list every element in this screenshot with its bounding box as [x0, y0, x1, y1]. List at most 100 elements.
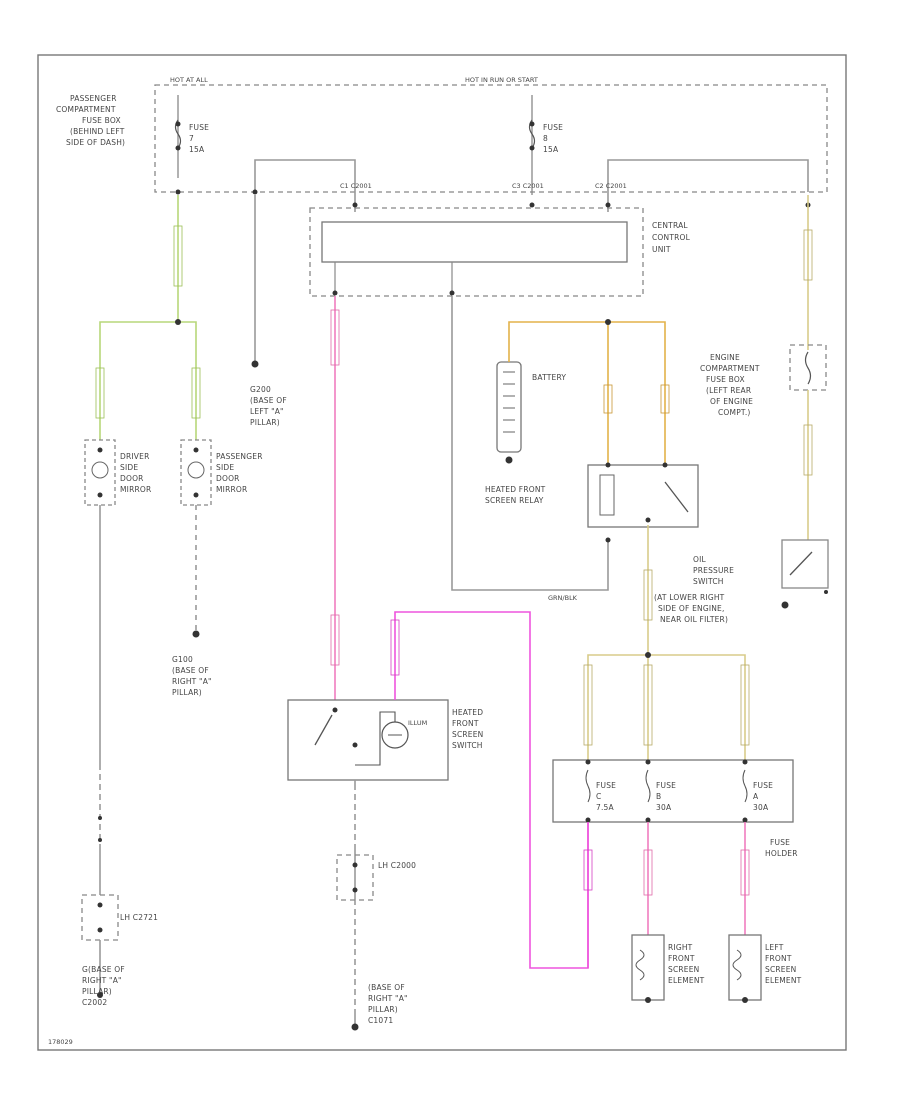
- svg-text:C: C: [596, 792, 601, 801]
- gray-relay-wire: GRN/BLK: [451, 296, 609, 602]
- svg-text:HEATED: HEATED: [452, 708, 483, 717]
- svg-text:FRONT: FRONT: [452, 719, 479, 728]
- svg-text:SIDE OF DASH): SIDE OF DASH): [66, 138, 125, 147]
- svg-text:15A: 15A: [189, 145, 205, 154]
- svg-text:SCREEN: SCREEN: [668, 965, 700, 974]
- svg-text:FUSE BOX: FUSE BOX: [706, 375, 745, 384]
- svg-text:FRONT: FRONT: [765, 954, 792, 963]
- left-front-screen-element: LEFT FRONT SCREEN ELEMENT: [728, 934, 802, 1003]
- svg-text:FUSE: FUSE: [596, 781, 616, 790]
- svg-text:SCREEN: SCREEN: [765, 965, 797, 974]
- hot-bus: HOT AT ALL HOT IN RUN OR START: [154, 76, 828, 193]
- relay-output-wire: [583, 525, 750, 760]
- svg-text:CONTROL: CONTROL: [652, 233, 691, 242]
- fuse-7: FUSE 7 15A: [174, 95, 209, 178]
- svg-text:7: 7: [189, 134, 194, 143]
- svg-text:PASSENGER: PASSENGER: [70, 94, 117, 103]
- svg-text:SWITCH: SWITCH: [693, 577, 724, 586]
- svg-text:PRESSURE: PRESSURE: [693, 566, 734, 575]
- svg-text:RIGHT: RIGHT: [668, 943, 693, 952]
- driver-mirror-ground-wire: LH C2721 G(BASE OF RIGHT "A" PILLAR) C20…: [81, 505, 158, 1007]
- svg-text:FUSE: FUSE: [543, 123, 563, 132]
- svg-text:G(BASE OF: G(BASE OF: [82, 965, 125, 974]
- svg-text:7.5A: 7.5A: [596, 803, 615, 812]
- svg-text:RIGHT "A": RIGHT "A": [368, 994, 408, 1003]
- svg-text:OIL: OIL: [693, 555, 707, 564]
- svg-text:SCREEN: SCREEN: [452, 730, 484, 739]
- svg-text:FRONT: FRONT: [668, 954, 695, 963]
- heated-screen-relay: HEATED FRONT SCREEN RELAY: [485, 462, 699, 543]
- right-front-screen-element: RIGHT FRONT SCREEN ELEMENT: [631, 934, 705, 1003]
- ground-left-pillar: G200 (BASE OF LEFT "A" PILLAR): [250, 195, 287, 427]
- svg-text:30A: 30A: [753, 803, 769, 812]
- svg-text:30A: 30A: [656, 803, 672, 812]
- svg-text:SIDE OF ENGINE,: SIDE OF ENGINE,: [658, 604, 725, 613]
- svg-text:UNIT: UNIT: [652, 245, 671, 254]
- svg-text:DOOR: DOOR: [120, 474, 144, 483]
- svg-text:PILLAR): PILLAR): [172, 688, 202, 697]
- engine-fuse-box: ENGINE COMPARTMENT FUSE BOX (LEFT REAR O…: [700, 195, 827, 540]
- svg-text:C1 C2001: C1 C2001: [340, 182, 372, 190]
- svg-text:PILLAR): PILLAR): [368, 1005, 398, 1014]
- svg-text:(AT LOWER RIGHT: (AT LOWER RIGHT: [654, 593, 725, 602]
- svg-text:NEAR OIL FILTER): NEAR OIL FILTER): [660, 615, 728, 624]
- element-feed-wires: [583, 822, 750, 968]
- svg-text:DOOR: DOOR: [216, 474, 240, 483]
- svg-text:SWITCH: SWITCH: [452, 741, 483, 750]
- diagram-frame: [37, 54, 847, 1051]
- svg-text:(BASE OF: (BASE OF: [172, 666, 209, 675]
- svg-text:DRIVER: DRIVER: [120, 452, 149, 461]
- svg-text:PILLAR): PILLAR): [82, 987, 112, 996]
- svg-text:FUSE: FUSE: [189, 123, 209, 132]
- svg-text:ENGINE: ENGINE: [710, 353, 740, 362]
- battery-wires: [508, 319, 670, 465]
- svg-text:FUSE: FUSE: [753, 781, 773, 790]
- fuse-8: FUSE 8 15A: [528, 95, 563, 195]
- svg-text:SCREEN RELAY: SCREEN RELAY: [485, 496, 544, 505]
- driver-door-mirror: DRIVER SIDE DOOR MIRROR: [84, 439, 151, 506]
- svg-text:GRN/BLK: GRN/BLK: [548, 594, 578, 602]
- svg-text:RIGHT "A": RIGHT "A": [172, 677, 212, 686]
- svg-text:LH C2000: LH C2000: [378, 861, 416, 870]
- svg-text:B: B: [656, 792, 661, 801]
- svg-text:A: A: [753, 792, 759, 801]
- svg-text:COMPARTMENT: COMPARTMENT: [56, 105, 116, 114]
- mirror-feed-wires: [95, 195, 201, 440]
- svg-text:OF ENGINE: OF ENGINE: [710, 397, 753, 406]
- passenger-fuse-box-label: PASSENGER COMPARTMENT FUSE BOX (BEHIND L…: [56, 94, 125, 147]
- svg-text:ELEMENT: ELEMENT: [668, 976, 705, 985]
- svg-text:COMPT.): COMPT.): [718, 408, 751, 417]
- svg-text:G100: G100: [172, 655, 193, 664]
- svg-text:COMPARTMENT: COMPARTMENT: [700, 364, 760, 373]
- svg-text:SIDE: SIDE: [120, 463, 138, 472]
- svg-text:LH C2721: LH C2721: [120, 913, 158, 922]
- oil-pressure-switch: OIL PRESSURE SWITCH (AT LOWER RIGHT SIDE…: [654, 539, 829, 624]
- svg-text:15A: 15A: [543, 145, 559, 154]
- heated-screen-switch: ILLUM HEATED FRONT SCREEN SWITCH: [287, 699, 484, 781]
- pink-feed-wire: [330, 296, 340, 700]
- passenger-door-mirror: PASSENGER SIDE DOOR MIRROR: [180, 439, 263, 506]
- svg-text:ILLUM: ILLUM: [408, 719, 427, 727]
- fuse-holder: FUSE C 7.5A FUSE B 30A FUSE A 30A FUSE H…: [552, 759, 797, 858]
- svg-text:(BEHIND LEFT: (BEHIND LEFT: [70, 127, 125, 136]
- central-control-unit: CENTRAL CONTROL UNIT: [309, 207, 691, 297]
- svg-text:RIGHT "A": RIGHT "A": [82, 976, 122, 985]
- svg-text:PILLAR): PILLAR): [250, 418, 280, 427]
- svg-text:MIRROR: MIRROR: [216, 485, 247, 494]
- svg-text:(BASE OF: (BASE OF: [250, 396, 287, 405]
- svg-text:8: 8: [543, 134, 548, 143]
- svg-text:PASSENGER: PASSENGER: [216, 452, 263, 461]
- svg-text:C2002: C2002: [82, 998, 107, 1007]
- top-connectors: C1 C2001 C3 C2001 C2 C2001: [175, 159, 811, 212]
- svg-text:C3 C2001: C3 C2001: [512, 182, 544, 190]
- svg-text:HEATED FRONT: HEATED FRONT: [485, 485, 546, 494]
- ground-right-pillar: G100 (BASE OF RIGHT "A" PILLAR): [172, 505, 212, 697]
- svg-text:ELEMENT: ELEMENT: [765, 976, 802, 985]
- svg-text:FUSE: FUSE: [770, 838, 790, 847]
- svg-text:LEFT: LEFT: [765, 943, 784, 952]
- svg-text:MIRROR: MIRROR: [120, 485, 151, 494]
- figure-code: 178029: [48, 1038, 73, 1046]
- svg-text:BATTERY: BATTERY: [532, 373, 566, 382]
- svg-text:C2 C2001: C2 C2001: [595, 182, 627, 190]
